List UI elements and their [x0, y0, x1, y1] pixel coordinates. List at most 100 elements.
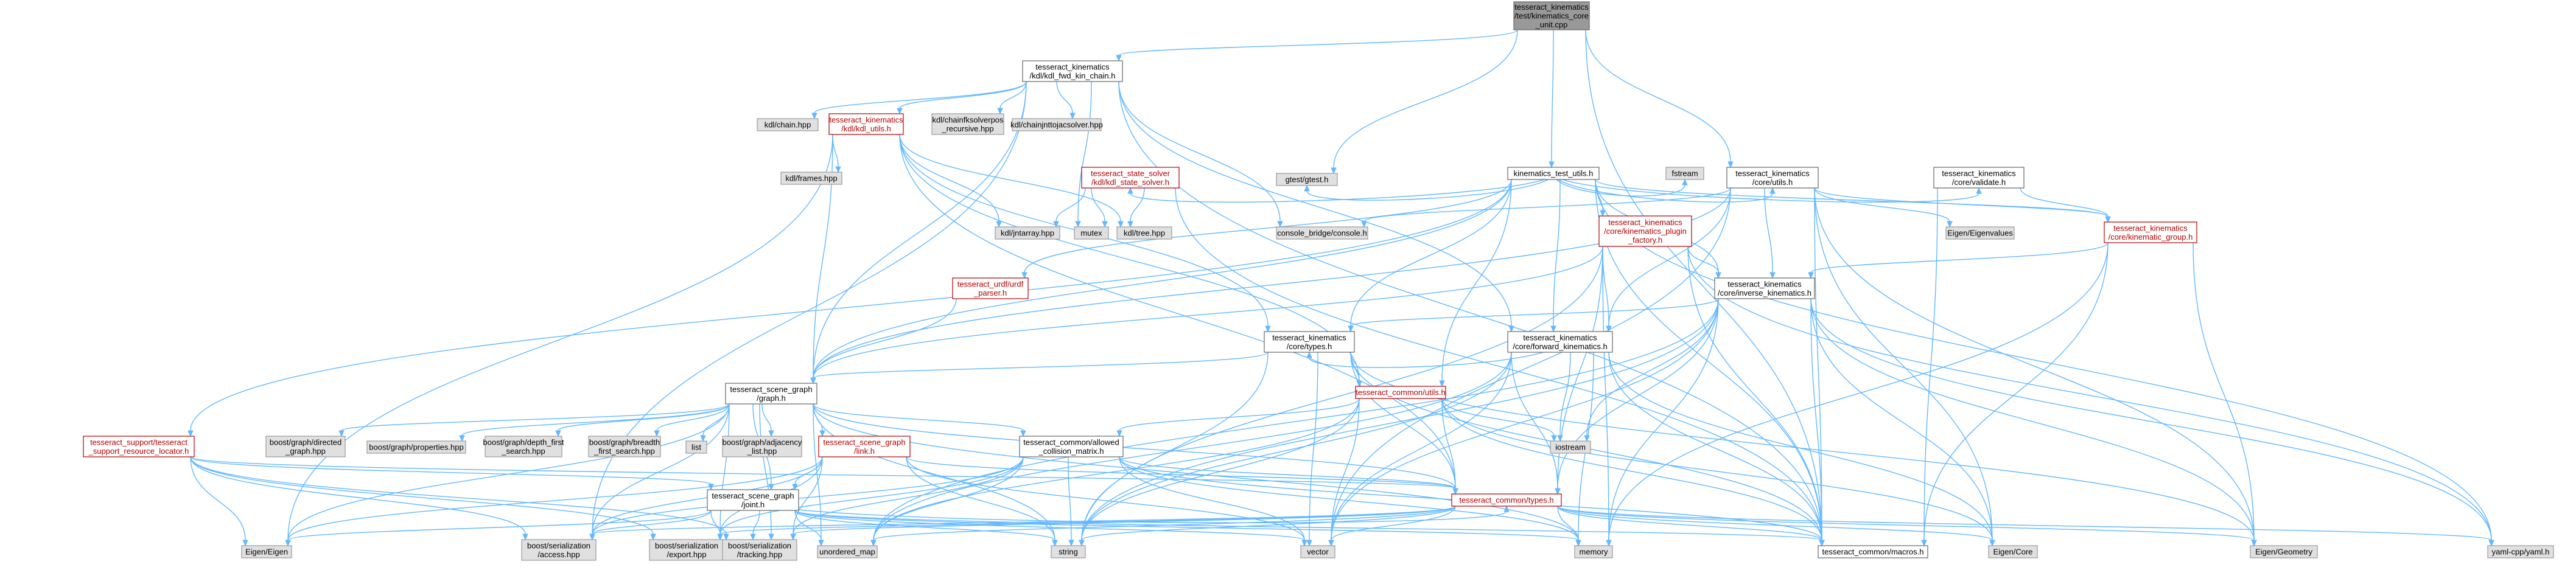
include-edge-allowed_collision-to-memory: [1119, 456, 1579, 541]
include-edge-core_types-to-string: [1081, 352, 1269, 541]
include-edge-scene_graph-to-allowed_collision: [813, 403, 1024, 431]
node-label: Eigen/Eigen: [245, 548, 288, 557]
edge-arrowhead: [1118, 221, 1124, 228]
node-box: [1081, 167, 1180, 189]
node-label: kdl/jntarray.hpp: [1001, 229, 1054, 238]
node-label: _collision_matrix.h: [1038, 447, 1104, 456]
edge-arrowhead: [750, 534, 756, 541]
node-mutex: mutex: [1074, 226, 1109, 240]
node-kin-group[interactable]: tesseract_kinematics/core/kinematic_grou…: [2104, 221, 2197, 243]
node-boost-tracking: boost/serialization/tracking.hpp: [722, 539, 797, 561]
node-box: [1276, 173, 1338, 186]
node-kdl-jntarray: kdl/jntarray.hpp: [995, 226, 1060, 240]
node-label: tesseract_common/macros.h: [1822, 548, 1924, 557]
node-scene-graph[interactable]: tesseract_scene_graph/graph.h: [725, 383, 817, 405]
node-label: _factory.h: [1628, 235, 1662, 245]
node-kin-test-utils[interactable]: kinematics_test_utils.h: [1507, 167, 1600, 180]
edge-arrowhead: [768, 534, 774, 541]
include-edge-kin_test_utils-to-common_macros: [1595, 179, 1822, 541]
node-plugin-factory[interactable]: tesseract_kinematics/core/kinematics_plu…: [1598, 215, 1692, 247]
node-allowed-collision[interactable]: tesseract_common/allowed_collision_matri…: [1019, 436, 1124, 457]
node-vector: vector: [1300, 545, 1335, 558]
node-label: tesseract_kinematics: [1523, 333, 1597, 342]
node-boost-adjacency: boost/graph/adjacency_list.hpp: [722, 436, 802, 457]
include-edge-scene_graph-to-boost_depth: [558, 403, 730, 431]
node-boost-breadth: boost/graph/breadth_first_search.hpp: [588, 436, 661, 457]
include-edge-common_types-to-common_macros: [1557, 506, 1822, 541]
node-root[interactable]: tesseract_kinematics/test/kinematics_cor…: [1513, 1, 1590, 30]
node-inverse-kin[interactable]: tesseract_kinematics/core/inverse_kinema…: [1714, 277, 1815, 299]
include-edge-scene_graph-to-boost_access: [592, 403, 730, 535]
node-core-utils[interactable]: tesseract_kinematics/core/utils.h: [1726, 167, 1819, 189]
node-boost-properties: boost/graph/properties.hpp: [366, 440, 466, 454]
node-label: Eigen/Core: [1993, 548, 2032, 557]
edge-arrowhead: [1069, 113, 1076, 120]
edge-arrowhead: [1277, 221, 1283, 228]
include-edge-forward_kin-to-common_macros: [1608, 352, 1822, 541]
edge-arrowhead: [1819, 540, 1825, 547]
node-label: boost/serialization: [655, 541, 718, 550]
include-edge-scene_graph-to-boost_breadth: [656, 403, 730, 431]
include-edge-core_utils-to-kin_group: [1814, 187, 2109, 217]
edge-arrowhead: [1075, 221, 1081, 228]
node-kdl-utils[interactable]: tesseract_kinematics/kdl/kdl_utils.h: [828, 113, 904, 135]
node-common-types[interactable]: tesseract_common/types.h: [1451, 493, 1562, 507]
include-edge-core_types-to-scene_graph: [813, 352, 1269, 378]
include-edge-scene_joint-to-vector: [794, 510, 1305, 541]
include-edge-kdl_utils-to-kdl_frames: [832, 134, 839, 167]
node-label: string: [1059, 548, 1078, 557]
node-urdf-parser[interactable]: tesseract_urdf/urdf_parser.h: [952, 277, 1029, 299]
include-edge-scene_joint-to-string: [794, 510, 1055, 541]
edge-arrowhead: [1557, 435, 1563, 442]
node-label: memory: [1580, 548, 1608, 557]
edge-arrowhead: [1976, 187, 1982, 194]
node-box: [995, 226, 1060, 240]
include-edge-inverse_kin-to-core_types: [1350, 298, 1719, 327]
edge-arrowhead: [996, 221, 1002, 228]
node-common-utils[interactable]: tesseract_common/utils.h: [1355, 386, 1446, 399]
node-label: tesseract_support/tesseract: [90, 437, 187, 447]
node-scene-joint[interactable]: tesseract_scene_graph/joint.h: [707, 489, 799, 511]
node-box: [1598, 215, 1692, 247]
node-kdl-tree: kdl/tree.hpp: [1116, 226, 1172, 240]
node-label: /core/inverse_kinematics.h: [1718, 288, 1811, 297]
node-list: list: [685, 440, 707, 454]
include-edge-common_types-to-unordered_map: [873, 506, 1456, 541]
edge-arrowhead: [700, 435, 706, 442]
node-kdl-frames: kdl/frames.hpp: [780, 172, 842, 185]
node-scene-link[interactable]: tesseract_scene_graph/link.h: [818, 436, 911, 457]
node-core-validate[interactable]: tesseract_kinematics/core/validate.h: [1933, 167, 2025, 189]
edge-arrowhead: [1348, 325, 1354, 333]
include-edge-forward_kin-to-common_types: [1511, 352, 1558, 489]
include-edge-scene_graph-to-boost_tracking: [759, 403, 772, 535]
include-edge-scene_graph-to-string: [813, 403, 1055, 541]
node-state-solver[interactable]: tesseract_state_solver/kdl/kdl_state_sol…: [1081, 167, 1180, 189]
edge-arrowhead: [1769, 187, 1776, 194]
node-kdl-fwd-kin[interactable]: tesseract_kinematics/kdl/kdl_fwd_kin_cha…: [1022, 60, 1123, 82]
node-box: [1116, 226, 1172, 240]
node-resource-locator[interactable]: tesseract_support/tesseract_support_reso…: [83, 436, 195, 457]
include-edge-scene_graph-to-boost_directed: [341, 403, 730, 431]
edge-arrowhead: [187, 430, 194, 437]
include-edge-kdl_utils-to-scene_graph: [813, 134, 833, 378]
include-edge-core_utils-to-eigen_core: [1814, 187, 1993, 541]
include-edge-inverse_kin-to-unordered_map: [873, 298, 1719, 541]
include-edge-common_utils-to-common_types: [1441, 398, 1456, 489]
node-label: kdl/chainfksolverpos: [932, 115, 1004, 124]
node-core-types[interactable]: tesseract_kinematics/core/types.h: [1264, 331, 1355, 353]
node-box: [1550, 440, 1591, 454]
edge-arrowhead: [1921, 540, 1927, 547]
node-common-macros[interactable]: tesseract_common/macros.h: [1818, 545, 1928, 558]
node-label: tesseract_kinematics: [2113, 223, 2188, 232]
edge-arrowhead: [723, 534, 729, 541]
include-edge-kdl_fwd_kin-to-forward_kin: [1118, 81, 1512, 327]
node-boost-depth: boost/graph/depth_first_search.hpp: [483, 436, 564, 457]
node-label: /test/kinematics_core: [1514, 12, 1589, 21]
include-edge-core_validate-to-kin_group: [2020, 187, 2109, 217]
include-edge-kin_test_utils-to-core_types: [1350, 179, 1512, 327]
node-forward-kin[interactable]: tesseract_kinematics/core/forward_kinema…: [1507, 331, 1613, 353]
include-edge-scene_joint-to-common_macros: [794, 510, 1822, 541]
node-box: [1988, 545, 2038, 558]
node-yaml: yaml-cpp/yaml.h: [2487, 545, 2554, 558]
node-label: tesseract_scene_graph: [730, 384, 812, 394]
